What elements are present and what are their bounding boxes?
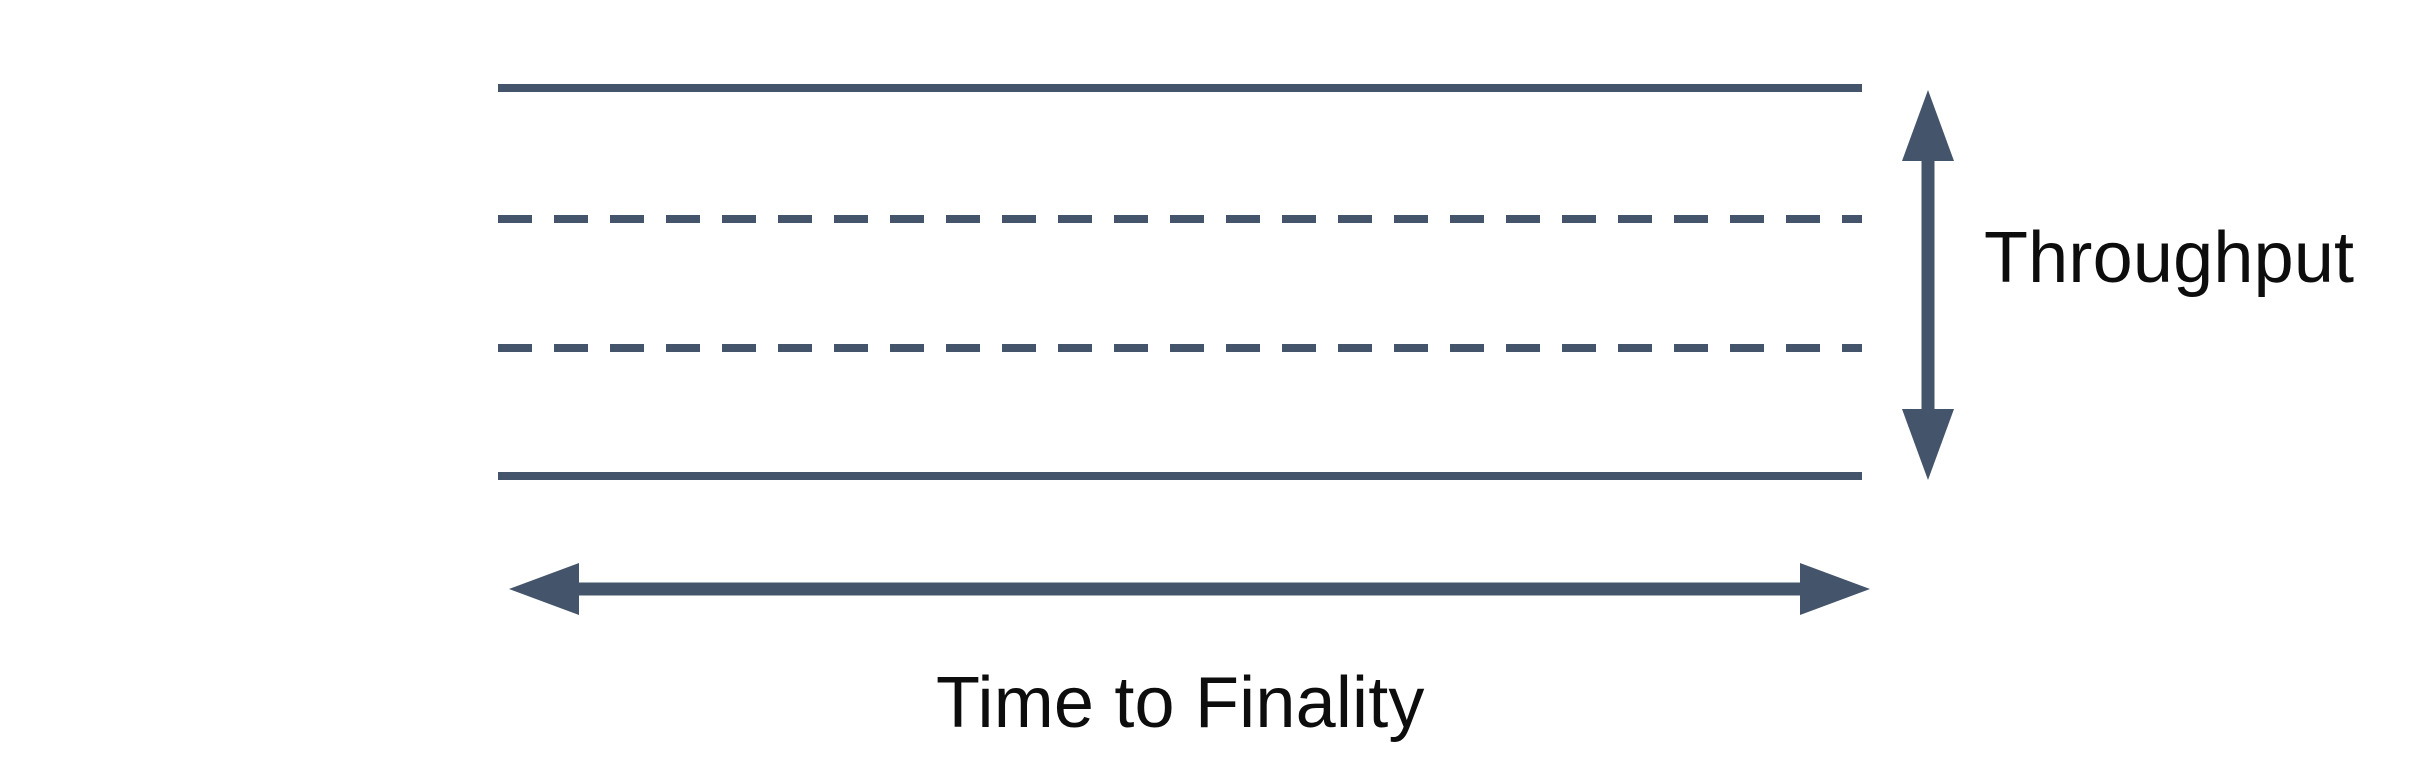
time-to-finality-arrow-head-left bbox=[509, 563, 579, 615]
throughput-label: Throughput bbox=[1984, 218, 2355, 298]
throughput-arrow bbox=[1902, 90, 1954, 480]
time-to-finality-label: Time to Finality bbox=[936, 663, 1425, 743]
throughput-arrow-shaft bbox=[1921, 155, 1935, 415]
throughput-arrow-head-up bbox=[1902, 90, 1954, 161]
time-to-finality-arrow-head-right bbox=[1800, 563, 1870, 615]
time-to-finality-arrow bbox=[509, 563, 1870, 615]
time-to-finality-arrow-shaft bbox=[570, 582, 1810, 596]
lane-group bbox=[498, 84, 1862, 480]
throughput-arrow-head-down bbox=[1902, 409, 1954, 480]
